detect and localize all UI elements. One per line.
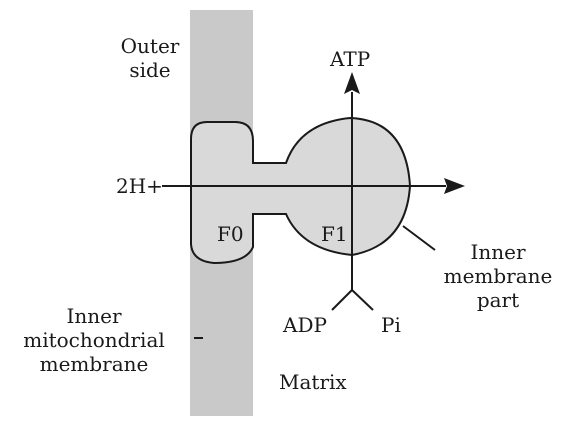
outer-side-label: Outer side [108,34,192,82]
inner-membrane-part-line-3: part [440,288,556,312]
proton-label: 2H+ [116,174,163,198]
atp-flow-arrowhead [344,72,360,94]
inner-mitochondrial-membrane-line-3: membrane [4,352,184,376]
outer-side-line-1: Outer [108,34,192,58]
inner-membrane-part-line-2: membrane [440,264,556,288]
inner-mitochondrial-membrane-line-1: Inner [4,304,184,328]
inner-membrane-part-line-1: Inner [440,240,556,264]
adp-label: ADP [283,313,327,337]
inner-mitochondrial-membrane-label: Inner mitochondrial membrane [4,304,184,376]
outer-side-line-2: side [108,58,192,82]
atp-label: ATP [330,47,370,71]
matrix-label: Matrix [279,370,347,394]
inner-mitochondrial-membrane-line-2: mitochondrial [4,328,184,352]
proton-flow-arrowhead [444,178,465,194]
inner-membrane-part-leader [403,226,435,250]
pi-branch-line [352,290,373,310]
f0-label: F0 [217,222,244,246]
adp-branch-line [332,290,352,310]
inner-membrane-part-label: Inner membrane part [440,240,556,312]
pi-label: Pi [381,313,401,337]
f1-label: F1 [321,222,348,246]
